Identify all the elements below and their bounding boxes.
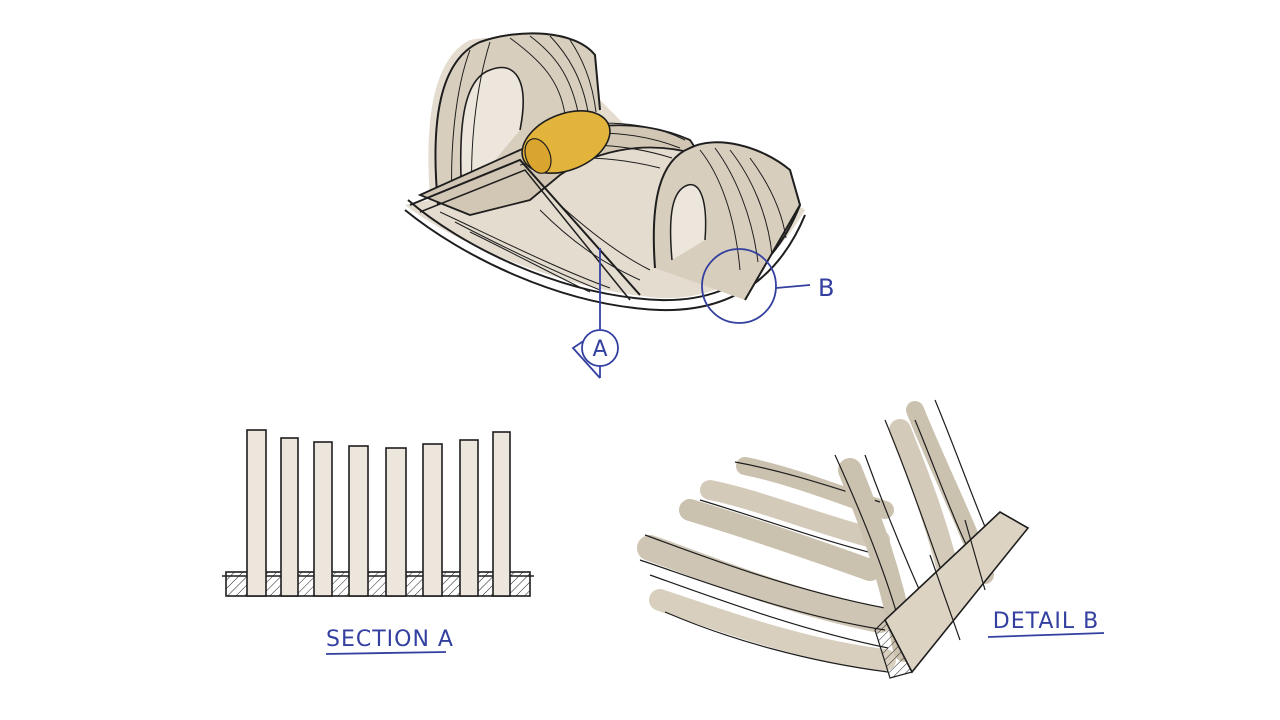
section-a-drawing: SECTION A [222,429,534,655]
section-marker-circle [581,329,619,367]
detail-b-title: DETAIL B [993,609,1099,634]
detail-curved-slats [637,457,896,671]
chair-front-arch [652,141,802,301]
section-marker-label: A [592,337,607,362]
detail-marker-circle [701,248,777,324]
chair-cushion [521,110,611,174]
section-slats [246,429,511,597]
section-a-title: SECTION A [326,627,454,652]
rocking-chair-drawing: A B [404,32,834,379]
detail-marker-label: B [818,274,834,302]
detail-b-drawing: DETAIL B [637,399,1105,679]
detail-rail-block [884,511,1030,674]
